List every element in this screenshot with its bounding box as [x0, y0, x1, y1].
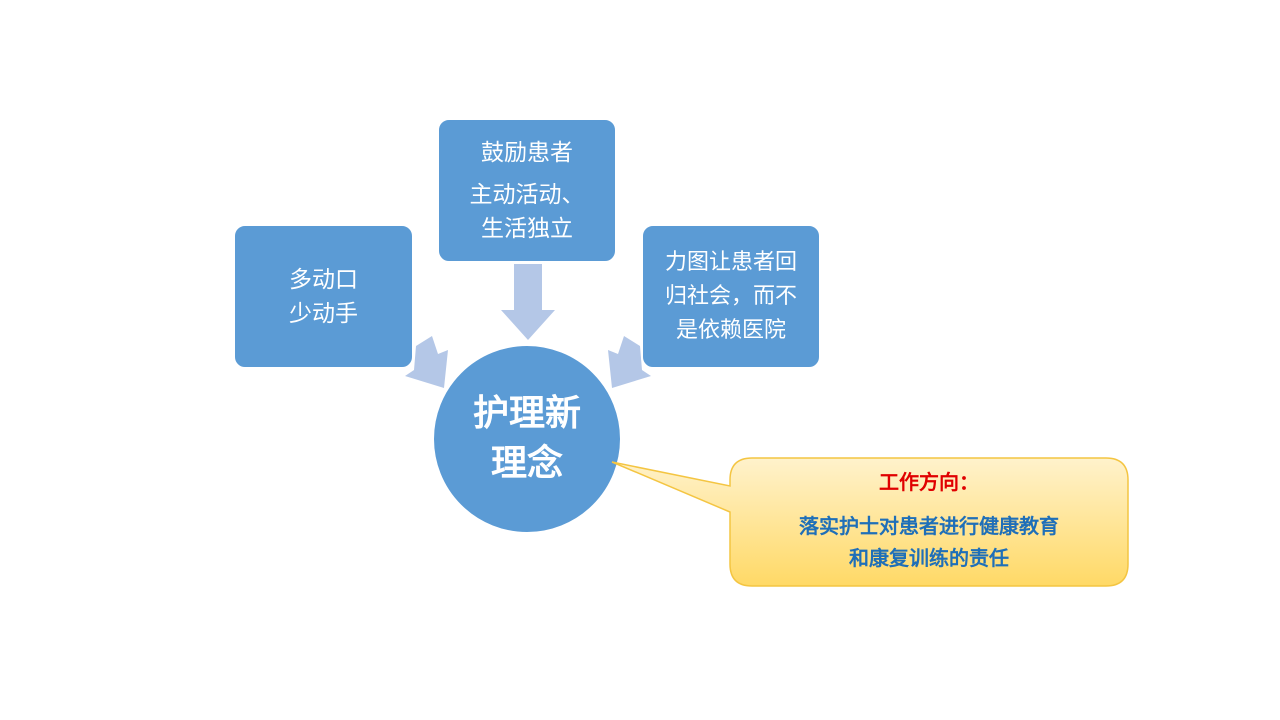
box-right-line: 力图让患者回 — [664, 249, 797, 275]
box-top-line: 主动活动、 — [469, 182, 585, 208]
center-line: 护理新 — [472, 393, 581, 434]
box-top-line: 生活独立 — [481, 216, 573, 242]
box-left: 多动口 少动手 — [233, 224, 414, 369]
center-circle: 护理新 理念 — [432, 344, 622, 534]
callout-title: 工作方向： — [879, 470, 979, 494]
arrow-right-diagonal — [608, 336, 651, 388]
callout-body: 落实护士对患者进行健康教育 和康复训练的责任 — [730, 510, 1128, 574]
center-line: 理念 — [490, 443, 563, 484]
box-top-line: 鼓励患者 — [481, 140, 573, 166]
box-left-line: 少动手 — [289, 300, 358, 327]
arrow-top-down — [501, 264, 555, 340]
box-left-line: 多动口 — [289, 266, 358, 293]
box-top: 鼓励患者 主动活动、 生活独立 — [437, 118, 617, 263]
callout-body-line: 落实护士对患者进行健康教育 — [799, 514, 1059, 538]
box-right: 力图让患者回 归社会，而不 是依赖医院 — [641, 224, 821, 369]
box-right-line: 是依赖医院 — [675, 317, 786, 343]
arrow-left-diagonal — [405, 336, 448, 388]
callout-body-line: 和康复训练的责任 — [849, 546, 1009, 570]
callout-text: 工作方向： 落实护士对患者进行健康教育 和康复训练的责任 — [730, 460, 1128, 586]
box-right-line: 归社会，而不 — [664, 283, 797, 309]
callout-bubble — [611, 457, 1129, 587]
